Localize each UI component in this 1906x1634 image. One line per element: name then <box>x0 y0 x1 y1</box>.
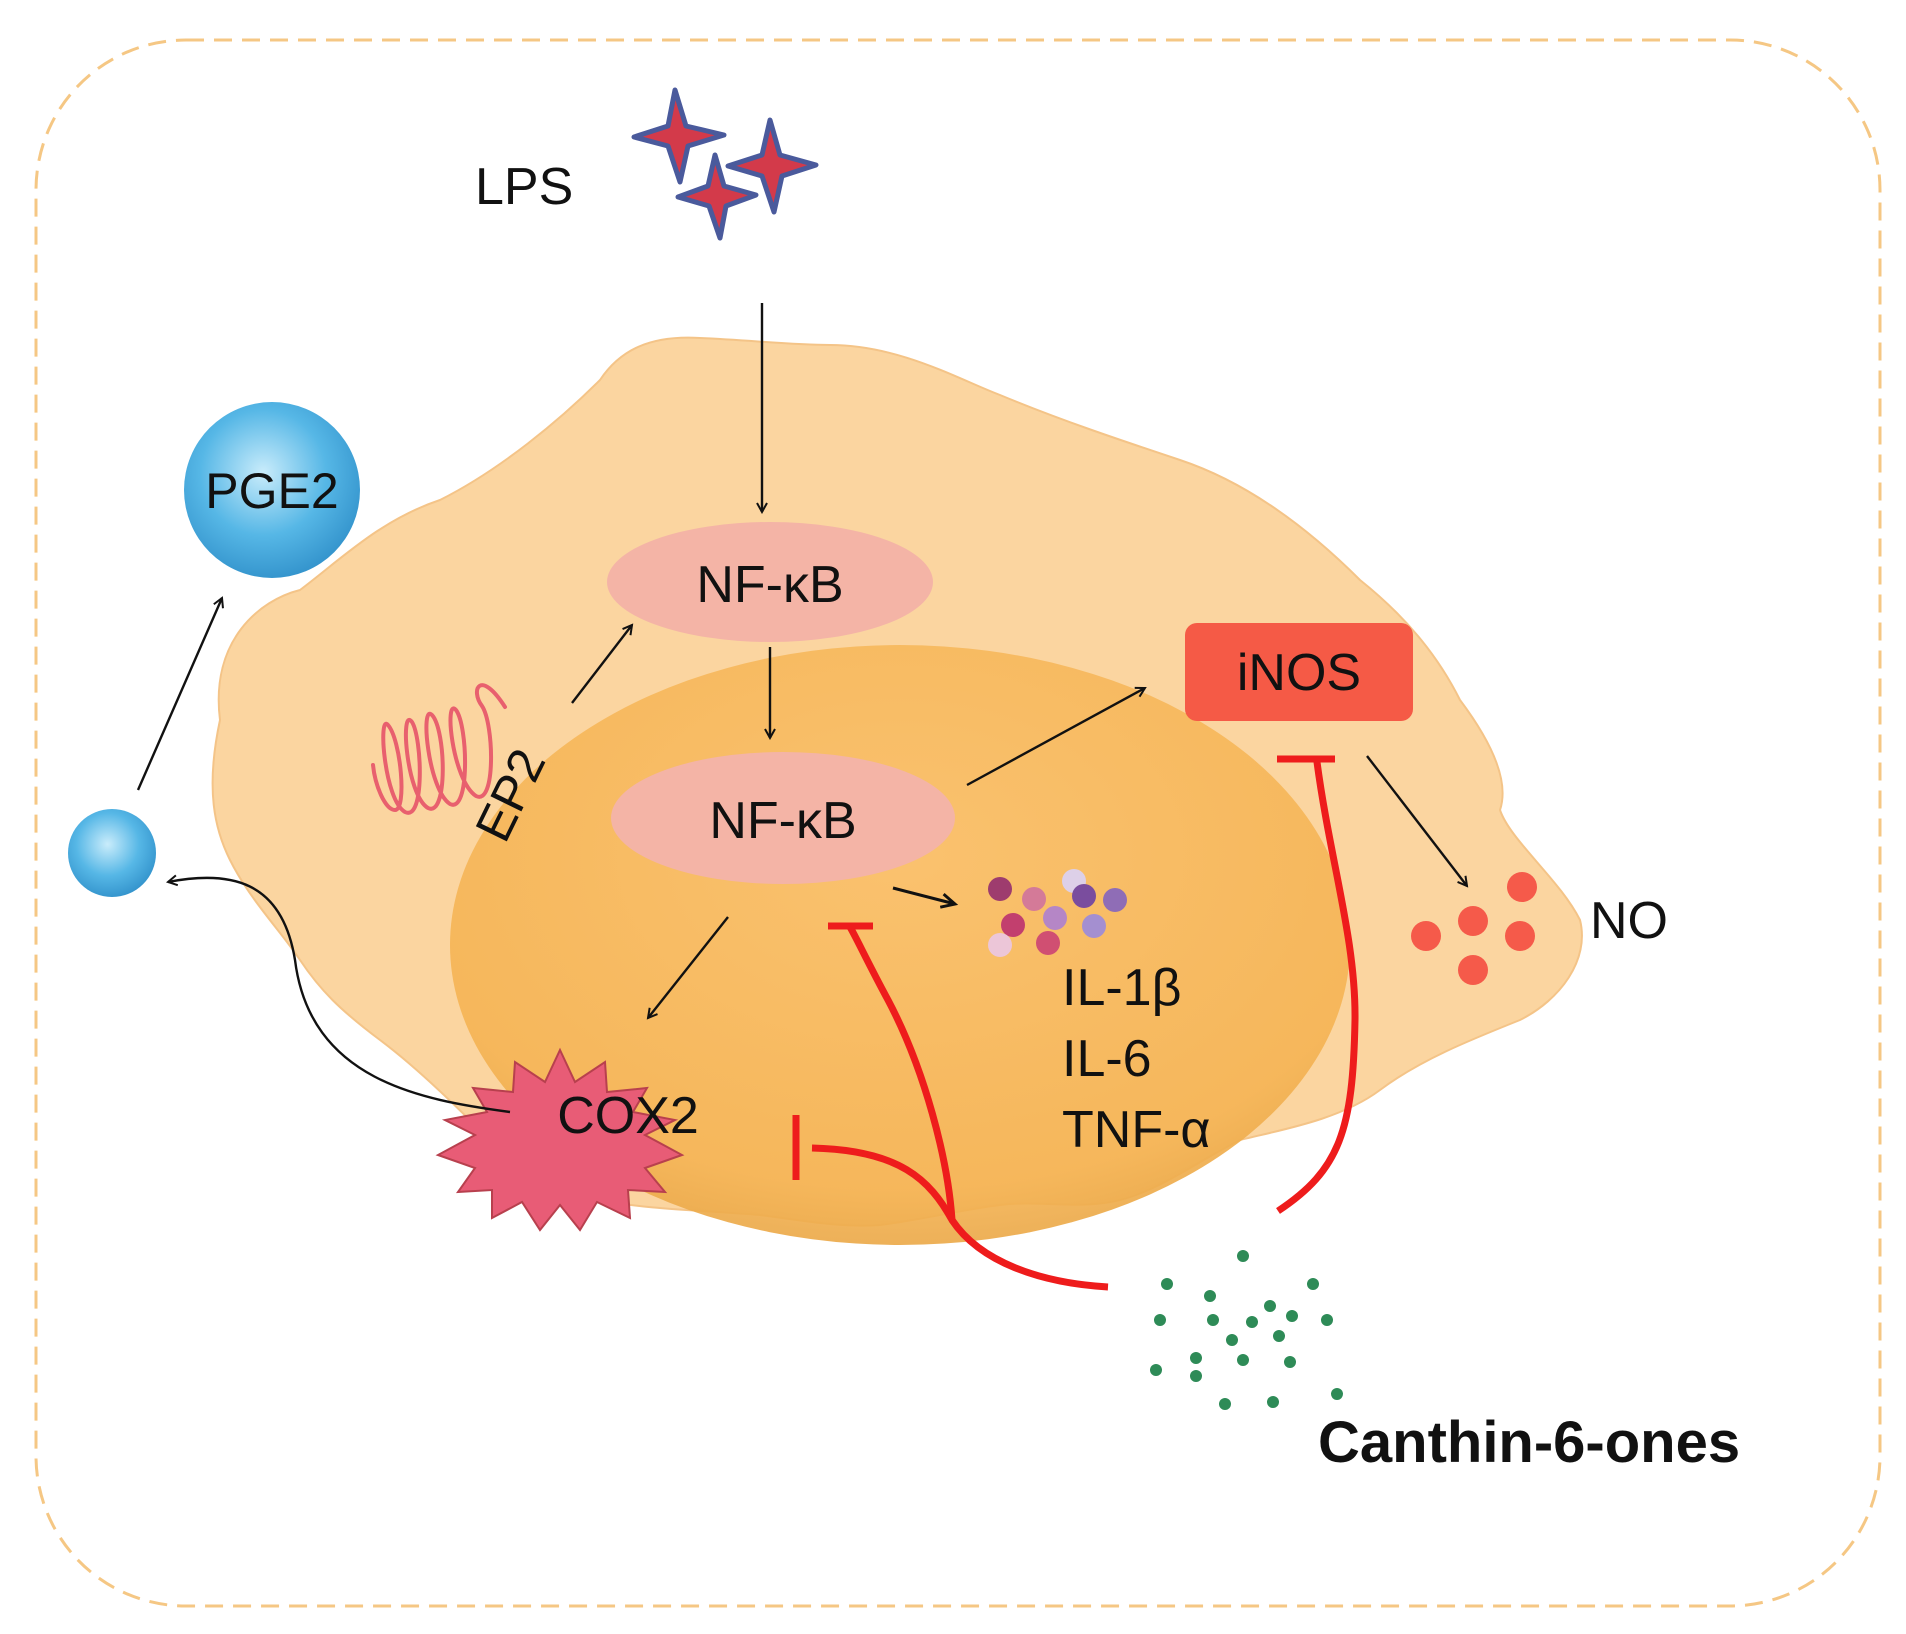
no-dots-icon <box>1411 872 1537 985</box>
il6-label: IL-6 <box>1062 1030 1152 1088</box>
ep2-receptor-icon <box>371 683 507 815</box>
arrow-nfkb-to-inos <box>966 688 1145 787</box>
inos-label: iNOS <box>1237 644 1361 702</box>
outer-dashed-frame <box>34 38 1882 1608</box>
nfkb-cytoplasm <box>607 522 933 642</box>
inos-box <box>1185 623 1413 721</box>
arrow-ep2-to-nfkb <box>571 625 632 704</box>
arrow-nfkb-to-cox2 <box>648 916 729 1018</box>
cox2-burst-icon <box>435 1047 685 1232</box>
lps-stars-icon <box>631 87 819 241</box>
arrow-cox2-to-vesicle <box>168 878 511 1114</box>
lps-label: LPS <box>475 158 573 216</box>
inhibition-lines <box>792 755 1359 1291</box>
canthin-dots-icon <box>1150 1250 1343 1410</box>
activation-arrows <box>136 303 1467 1114</box>
arrow-inos-to-no <box>1366 755 1467 886</box>
nfkb-cytoplasm-label: NF-κB <box>696 556 843 614</box>
canthin-label: Canthin-6-ones <box>1318 1410 1740 1475</box>
cytokine-cluster-icon <box>988 869 1127 957</box>
tnfa-label: TNF-α <box>1062 1101 1210 1159</box>
vesicle-icon <box>68 809 156 897</box>
il1b-label: IL-1β <box>1062 959 1182 1017</box>
pge2-bubble <box>184 402 360 578</box>
inhibit-inos-line <box>1276 761 1359 1214</box>
cox2-label: COX2 <box>557 1087 699 1145</box>
pge2-label: PGE2 <box>205 463 338 519</box>
nfkb-nucleus-label: NF-κB <box>709 792 856 850</box>
inhibit-nfkb-line <box>846 925 956 1221</box>
nfkb-nucleus <box>611 752 955 884</box>
no-label: NO <box>1590 892 1668 950</box>
arrow-nucleus-to-pge2 <box>136 598 222 791</box>
arrow-nfkb-to-cytokines <box>892 886 959 909</box>
